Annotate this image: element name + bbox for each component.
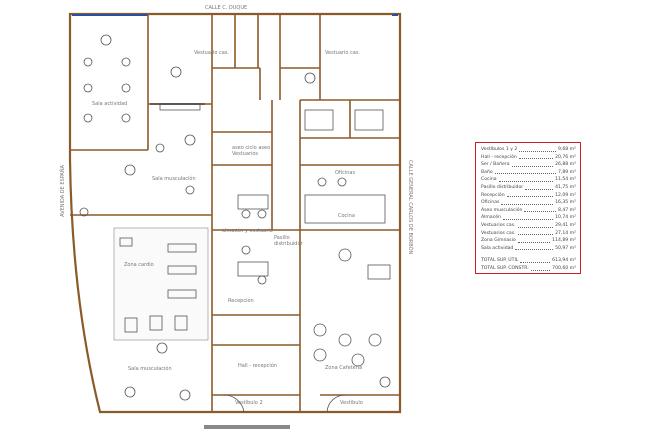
- legend-row: Hall - recepción 20,76 m²: [481, 154, 576, 162]
- legend-row-name: Hall - recepción: [481, 154, 517, 160]
- room-label-pasillo: Pasillo distribuidor: [274, 235, 303, 247]
- legend-row: Zona Gimnasio 114,89 m²: [481, 237, 576, 245]
- legend-row-value: 9,68 m²: [557, 147, 576, 152]
- legend-row: Pasillo distribuidor 41,75 m²: [481, 184, 576, 192]
- legend-row: Aseo musculación 8,47 m²: [481, 207, 576, 215]
- legend-row-value: 20,76 m²: [555, 154, 576, 160]
- cardio-zone: [113, 227, 209, 341]
- legend-row-value: 10,74 m²: [555, 215, 576, 221]
- legend-row-value: 16,35 m²: [555, 200, 576, 206]
- room-label-zona-cardio: Zona cardio: [124, 262, 154, 268]
- legend-row-value: 700,60 m²: [552, 265, 576, 271]
- legend-rows: Vestíbulos 1 y 2 9,68 m² Hall - recepción 2…: [481, 146, 576, 252]
- legend-row-name: Vestíbulos 1 y 2: [481, 147, 518, 152]
- outer-wall: [68, 12, 402, 414]
- legend-row-value: 27,14 m²: [555, 230, 576, 236]
- legend-row-value: 26,88 m²: [555, 162, 576, 168]
- legend-leader-dots: [524, 211, 556, 213]
- entrance-ramp: [204, 425, 290, 429]
- room-label-vestibulo-2: Vestíbulo 2: [235, 400, 263, 406]
- legend-leader-dots: [517, 241, 551, 243]
- legend-row-name: Recepción: [481, 192, 505, 198]
- room-label-cocina: Cocina: [338, 213, 355, 219]
- legend-total-row: TOTAL SUP. ÚTIL 613,94 m²: [481, 257, 576, 265]
- room-label-sala-musculacion-lower: Sala musculación: [128, 366, 172, 372]
- surface-legend: Vestíbulos 1 y 2 9,68 m² Hall - recepción 2…: [475, 142, 581, 274]
- room-label-hall: Hall - recepción: [238, 363, 277, 369]
- legend-row-name: Sala actividad: [481, 245, 514, 251]
- legend-row: Recepción 12,09 m²: [481, 192, 576, 200]
- legend-row: Oficinas 16,35 m²: [481, 199, 576, 207]
- legend-leader-dots: [530, 269, 551, 271]
- legend-row: Cocina 11,54 m²: [481, 176, 576, 184]
- legend-row-value: 50,97 m²: [555, 245, 576, 251]
- legend-row-name: Baño: [481, 169, 493, 175]
- legend-row-value: 41,75 m²: [555, 184, 576, 190]
- legend-row: Baño 7,89 m²: [481, 169, 576, 177]
- legend-row-value: 613,94 m²: [552, 258, 576, 264]
- legend-leader-dots: [517, 234, 554, 236]
- room-label-oficinas: Oficinas: [335, 170, 356, 176]
- legend-leader-dots: [517, 226, 554, 228]
- room-label-almacen: almacén y vestuario: [222, 228, 273, 234]
- legend-leader-dots: [519, 150, 556, 152]
- legend-row: Vestuarios cas. 29,41 m²: [481, 222, 576, 230]
- legend-leader-dots: [498, 180, 554, 182]
- legend-leader-dots: [518, 158, 554, 160]
- legend-leader-dots: [515, 249, 554, 251]
- room-label-vestibulo-3: Vestíbulo: [340, 400, 363, 406]
- legend-row-value: 8,47 m²: [557, 207, 576, 213]
- room-label-sala-musculacion-upper: Sala musculación: [152, 176, 196, 182]
- legend-leader-dots: [511, 165, 554, 167]
- room-label-vestuario-left: Vestuario cas.: [194, 50, 230, 56]
- legend-row-name: TOTAL SUP. ÚTIL: [481, 258, 519, 264]
- legend-leader-dots: [506, 196, 554, 198]
- legend-row: Sala actividad 50,97 m²: [481, 245, 576, 253]
- legend-row-value: 29,41 m²: [555, 222, 576, 228]
- legend-row-name: Aseo musculación: [481, 207, 523, 213]
- room-label-recepcion: Recepción: [228, 298, 254, 304]
- legend-row: Vestíbulos 1 y 2 9,68 m²: [481, 146, 576, 154]
- legend-row-value: 114,89 m²: [552, 238, 576, 244]
- legend-row-value: 11,54 m²: [555, 177, 576, 183]
- legend-row-name: Cocina: [481, 177, 497, 183]
- legend-row: Vestuarios cas. 27,14 m²: [481, 230, 576, 238]
- legend-row-name: Ser / Bañera: [481, 162, 510, 168]
- legend-row-name: Vestuarios cas.: [481, 222, 516, 228]
- legend-row-name: TOTAL SUP. CONSTR.: [481, 265, 529, 271]
- legend-leader-dots: [520, 261, 551, 263]
- legend-row-name: Vestuarios cas.: [481, 230, 516, 236]
- room-label-zona-cafeteria: Zona Cafetería: [325, 365, 363, 371]
- legend-row-name: Almacén: [481, 215, 501, 221]
- legend-leader-dots: [502, 218, 554, 220]
- legend-row-name: Zona Gimnasio: [481, 238, 516, 244]
- street-label-top: CALLE C. DUQUE: [205, 5, 248, 11]
- street-label-right: CALLE GENERAL CARLOS DE BORBÓN: [407, 160, 413, 255]
- legend-leader-dots: [501, 203, 554, 205]
- legend-total-row: TOTAL SUP. CONSTR. 700,60 m²: [481, 265, 576, 273]
- room-label-vestuario-right: Vestuario cas.: [325, 50, 361, 56]
- room-label-sala-actividad: Sala actividad: [92, 101, 128, 107]
- legend-leader-dots: [525, 188, 554, 190]
- legend-row: Almacén 10,74 m²: [481, 214, 576, 222]
- legend-row-value: 7,89 m²: [557, 169, 576, 175]
- legend-leader-dots: [494, 173, 556, 175]
- legend-row: Ser / Bañera 26,88 m²: [481, 161, 576, 169]
- room-label-aseos: aseo ciclo aseo Vestuarios: [232, 145, 271, 157]
- legend-row-name: Pasillo distribuidor: [481, 184, 524, 190]
- legend-row-value: 12,09 m²: [555, 192, 576, 198]
- street-label-left: AVENIDA DE ESPAÑA: [60, 165, 66, 217]
- legend-row-name: Oficinas: [481, 200, 500, 206]
